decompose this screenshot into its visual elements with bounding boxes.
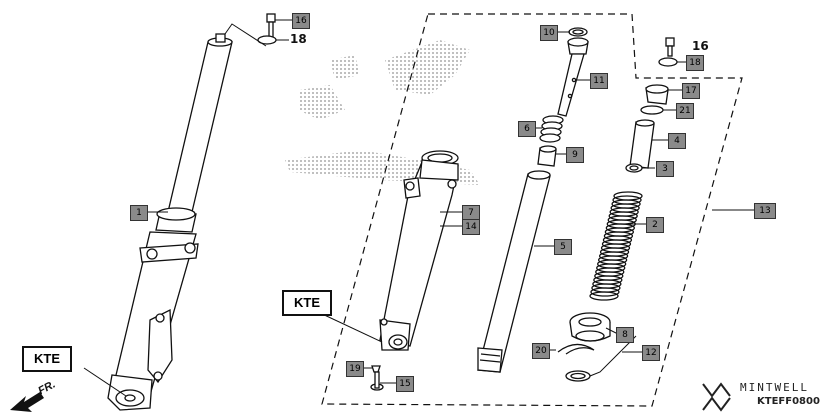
mintwell-logo-mark	[702, 382, 731, 412]
callout-11: 11	[590, 73, 608, 89]
callout-4: 4	[668, 133, 686, 149]
callout-19: 19	[346, 361, 364, 377]
spring-coil	[589, 291, 619, 301]
leader-lines-right	[642, 61, 754, 211]
leader-lines-left	[83, 19, 292, 397]
callout-8: 8	[616, 327, 634, 343]
callout-10: 10	[540, 25, 558, 41]
callout-20: 20	[532, 343, 550, 359]
front-direction-arrow	[10, 392, 44, 412]
top-cap-parts	[625, 37, 678, 173]
inner-tube	[477, 170, 551, 373]
damper-rod-parts	[537, 27, 589, 167]
callout-16-right: 16	[692, 39, 709, 53]
lower-slider	[370, 150, 459, 391]
callout-13: 13	[754, 203, 776, 219]
brand-name: MINTWELL	[740, 381, 809, 394]
assembly-boundary	[321, 13, 743, 407]
callout-1: 1	[130, 205, 148, 221]
seal-parts	[557, 312, 611, 382]
callout-5: 5	[554, 239, 572, 255]
callout-21: 21	[676, 103, 694, 119]
callout-15: 15	[396, 376, 414, 392]
diagram-code: KTEFF0800	[757, 396, 820, 407]
fork-spring	[589, 191, 643, 301]
callout-14: 14	[462, 219, 480, 235]
leader-lines-rod	[534, 31, 590, 155]
callout-16-left: 16	[292, 13, 310, 29]
callout-9: 9	[566, 147, 584, 163]
callout-17: 17	[682, 83, 700, 99]
assembled-fork	[107, 13, 277, 411]
callout-12: 12	[642, 345, 660, 361]
leader-lines-middle	[317, 211, 462, 384]
spring-coil	[590, 287, 620, 297]
callout-18-right: 18	[686, 55, 704, 71]
callout-18-left: 18	[290, 32, 307, 46]
callout-3: 3	[656, 161, 674, 177]
kte-label-middle: KTE	[282, 290, 332, 316]
callout-6: 6	[518, 121, 536, 137]
kte-label-left: KTE	[22, 346, 72, 372]
callout-2: 2	[646, 217, 664, 233]
